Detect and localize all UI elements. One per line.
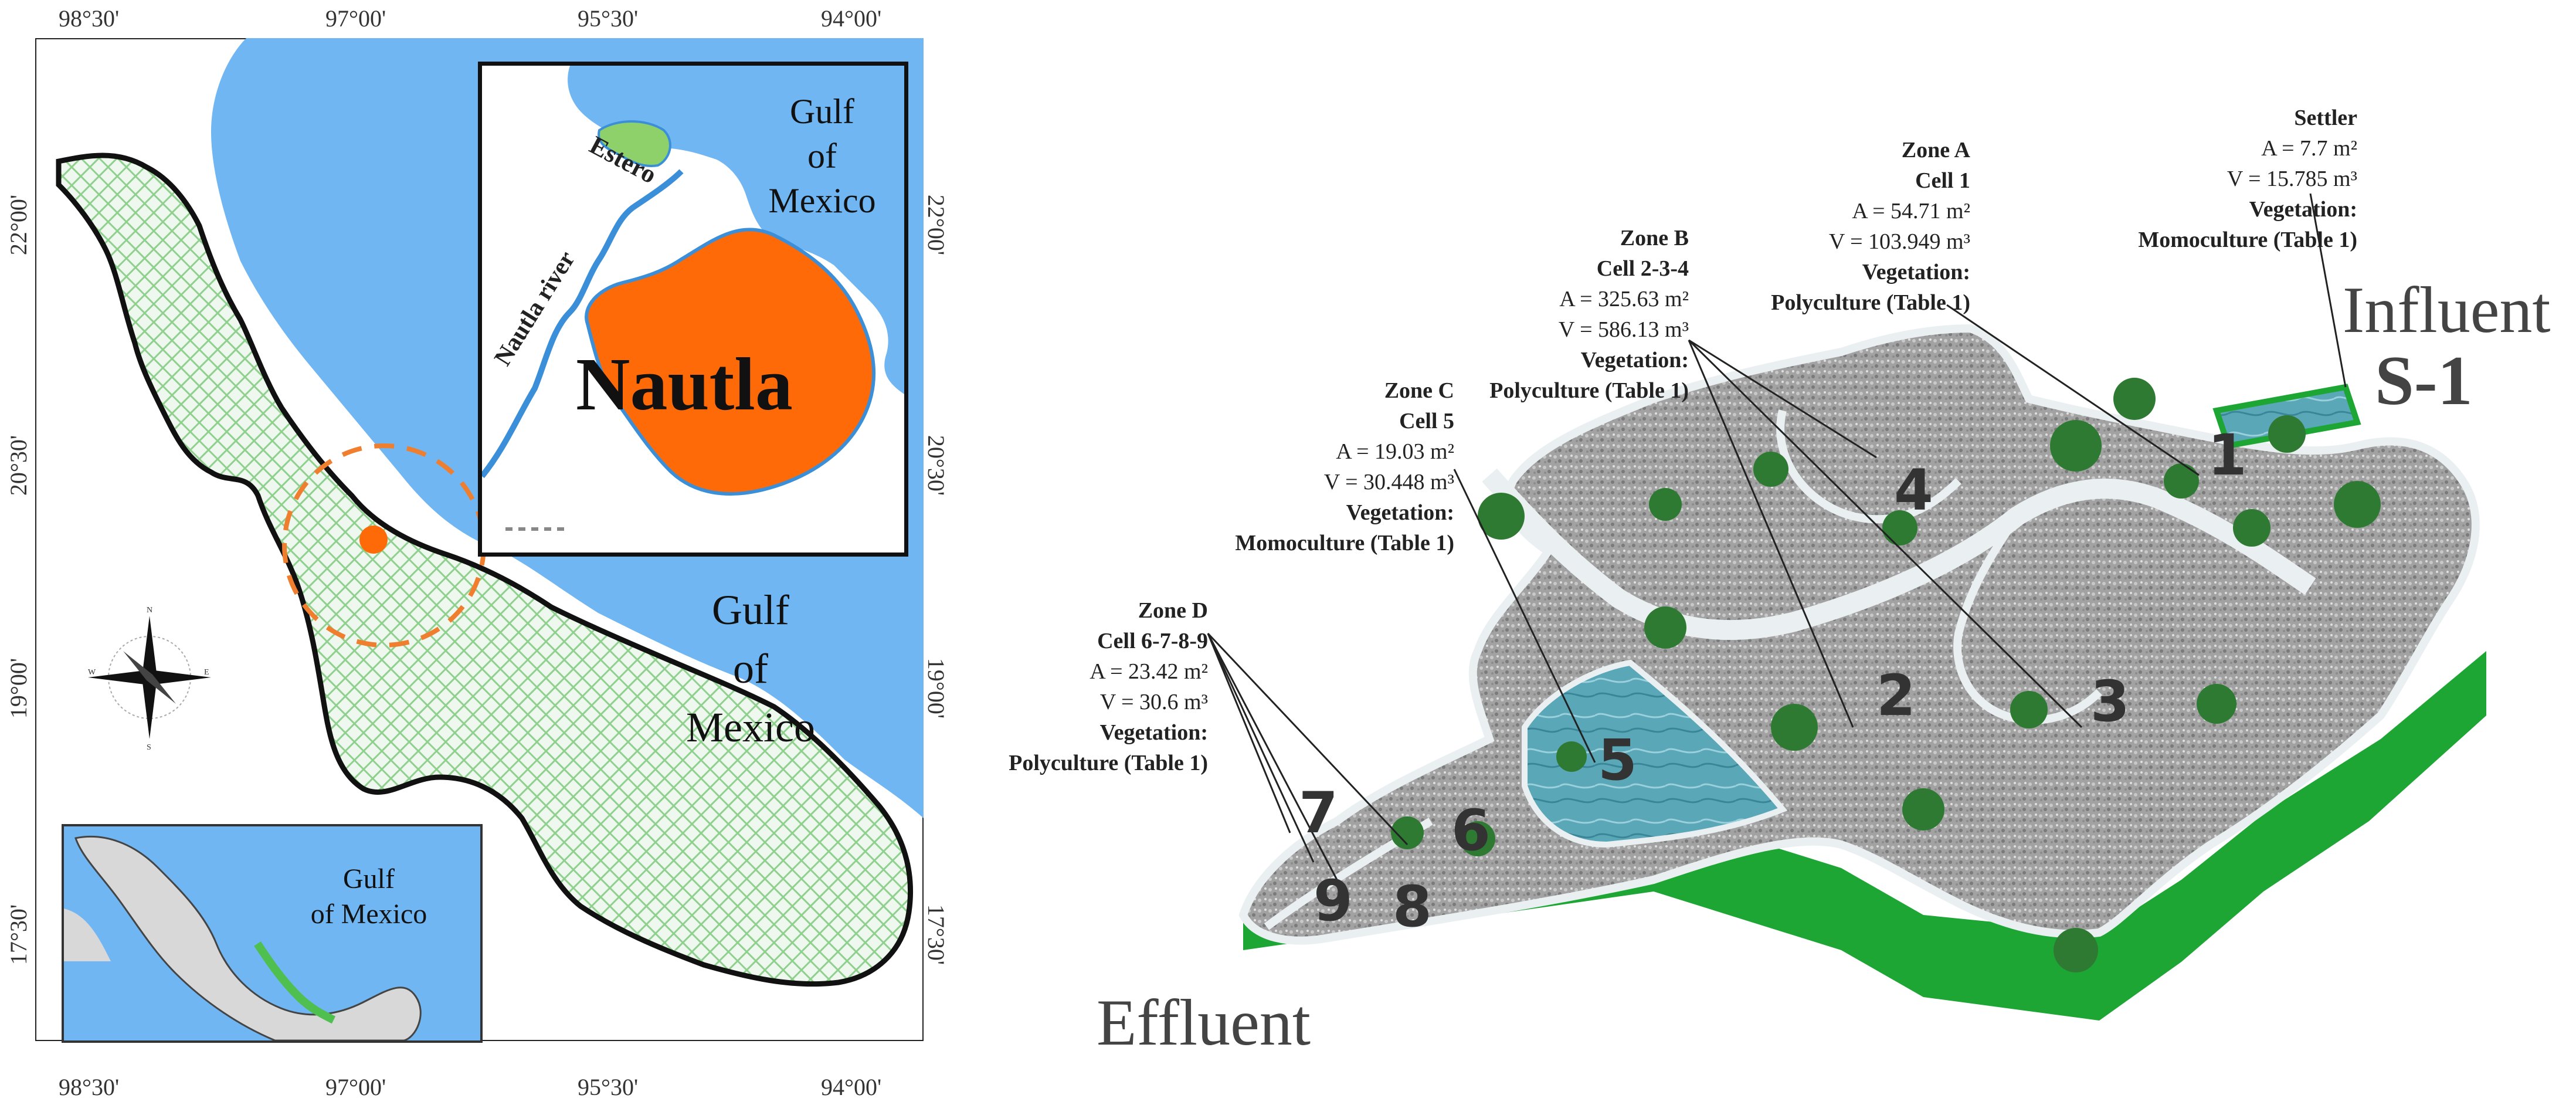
coord-left-2: 20°30' [5,435,32,496]
inset-gulf-label: Gulf of Mexico [746,89,898,223]
zone-d-area: A = 23.42 m² [1090,659,1208,684]
zone-b-title: Zone B [1620,226,1689,250]
coord-right-1: 22°00' [923,194,950,256]
gulf-label-line1: Gulf [712,587,789,633]
gulf-label-line3: Mexico [686,704,815,751]
coord-left-1: 22°00' [5,194,32,256]
wetland-drawing [1207,193,2486,1021]
gulf-label-main: Gulf of Mexico [663,581,839,757]
s1-label: S-1 [2375,341,2473,419]
coord-bottom-3: 95°30' [578,1074,639,1100]
coord-left-4: 17°30' [5,904,32,965]
zone-a-annotation: Zone A Cell 1 A = 54.71 m² V = 103.949 m… [1630,135,1970,318]
zone-b-area: A = 325.63 m² [1559,287,1689,311]
zone-a-title: Zone A [1901,138,1970,162]
zone-b-annotation: Zone B Cell 2-3-4 A = 325.63 m² V = 586.… [1349,223,1689,406]
nautla-town-label: Nautla [576,343,793,426]
compass-e: E [204,668,209,677]
zone-b-volume: V = 586.13 m³ [1558,317,1689,342]
settler-annotation: Settler A = 7.7 m² V = 15.785 m³ Vegetat… [2017,103,2357,255]
zone-a-veg: Polyculture (Table 1) [1771,290,1970,315]
nautla-location-dot [359,526,388,554]
zone-c-title: Zone C [1384,378,1454,403]
zone-d-title: Zone D [1138,598,1208,623]
coord-left-3: 19°00' [5,657,32,719]
inset-gulf-line3: Mexico [768,181,876,220]
compass-s: S [147,743,151,751]
zone-a-volume: V = 103.949 m³ [1828,229,1970,254]
settler-area: A = 7.7 m² [2261,136,2357,161]
inset-nautla-map [482,66,904,531]
influent-label: Influent [2343,274,2551,347]
gulf-label-line2: of [733,645,768,692]
settler-veg: Momoculture (Table 1) [2138,228,2357,252]
path-curve-3 [1776,409,1961,524]
inset-gulf-line1: Gulf [790,92,854,131]
settler-veg-title: Vegetation: [2249,197,2357,222]
location-map: 98°30' 97°00' 95°30' 94°00' 98°30' 97°00… [0,0,962,1105]
pond-cell-5 [1522,659,1788,848]
vegetation [1391,378,2381,972]
cell-number-2: 2 [1876,663,1916,728]
compass-n: N [147,606,152,615]
zone-c-annotation: Zone C Cell 5 A = 19.03 m² V = 30.448 m³… [1114,375,1454,558]
cell-number-1: 1 [2208,422,2247,488]
coord-bottom-1: 98°30' [59,1074,120,1100]
zone-c-area: A = 19.03 m² [1336,439,1454,464]
wetland-diagram: 1 2 3 4 5 6 7 8 9 Influent S-1 Effluent … [962,0,2576,1105]
inset-nautla: Gulf of Mexico Estero Nautla river Nautl… [478,62,908,557]
zone-a-area: A = 54.71 m² [1852,199,1970,223]
zone-b-cell: Cell 2-3-4 [1596,256,1689,281]
inset-mexico-gulf-line2: of Mexico [310,899,427,930]
cell-number-7: 7 [1299,780,1338,846]
settler-volume: V = 15.785 m³ [2227,167,2357,191]
compass-rose: N S W E [88,606,211,751]
inset-mexico-gulf-label: Gulf of Mexico [287,862,451,932]
inset-mexico-map [64,835,422,1040]
path-curve-1 [1482,468,2316,640]
nautla-municipality [585,228,876,496]
zone-d-volume: V = 30.6 m³ [1099,690,1208,714]
zone-c-volume: V = 30.448 m³ [1323,470,1454,494]
coord-bottom-2: 97°00' [325,1074,386,1100]
cell-number-3: 3 [2090,669,2130,734]
cell-number-5: 5 [1598,727,1637,793]
effluent-label: Effluent [1097,987,1311,1059]
coord-top-3: 95°30' [578,5,639,32]
outer-wall [1243,651,2486,1021]
cell-number-6: 6 [1451,798,1491,863]
settler-title: Settler [2294,106,2357,130]
inset-gulf-line2: of [807,137,837,175]
veracruz-state [56,152,913,987]
zone-c-veg-title: Vegetation: [1346,500,1454,525]
coord-top-2: 97°00' [325,5,386,32]
cell-number-4: 4 [1894,457,1933,523]
zone-d-cell: Cell 6-7-8-9 [1097,629,1208,653]
zone-a-cell: Cell 1 [1915,168,1970,193]
estero-lagoon [598,120,671,167]
zone-c-veg: Momoculture (Table 1) [1235,531,1454,555]
coord-top-1: 98°30' [59,5,120,32]
leader-lines [1207,193,2347,880]
path-curve-2 [1953,514,2102,724]
zone-d-veg-title: Vegetation: [1099,720,1208,745]
compass-w: W [88,668,96,677]
coord-bottom-4: 94°00' [821,1074,882,1100]
zone-b-veg-title: Vegetation: [1580,348,1689,372]
inset-mexico-gulf-line1: Gulf [343,863,395,894]
coord-right-2: 20°30' [923,435,950,496]
cell-number-8: 8 [1393,874,1432,940]
zone-b-veg: Polyculture (Table 1) [1489,378,1689,403]
inset-mexico: Gulf of Mexico [62,824,483,1043]
cell-number-9: 9 [1314,868,1353,934]
zone-d-veg: Polyculture (Table 1) [1009,751,1208,775]
coord-right-4: 17°30' [923,904,950,965]
nautla-river [482,169,684,479]
zone-d-annotation: Zone D Cell 6-7-8-9 A = 23.42 m² V = 30.… [868,595,1208,778]
coord-top-4: 94°00' [821,5,882,32]
zone-a-veg-title: Vegetation: [1862,260,1970,284]
zone-c-cell: Cell 5 [1399,409,1454,433]
